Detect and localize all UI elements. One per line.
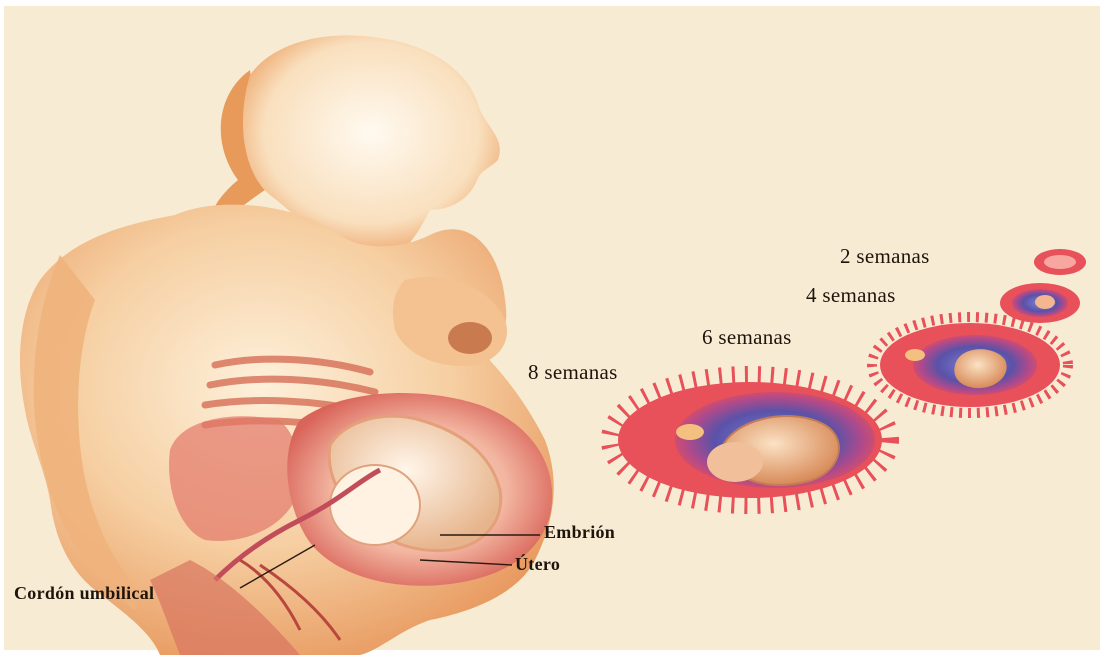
stage-2-weeks-sac (1034, 249, 1086, 275)
stage-8-weeks-sac (610, 375, 890, 505)
stage-label-4-weeks: 4 semanas (806, 283, 896, 308)
uterus-label: Útero (515, 554, 560, 575)
umbilical-cord-label: Cordón umbilical (14, 583, 154, 604)
embryo-label: Embrión (544, 522, 615, 543)
stage-label-6-weeks: 6 semanas (702, 325, 792, 350)
woman-figure (20, 35, 554, 655)
stage-label-8-weeks: 8 semanas (528, 360, 618, 385)
stage-6-weeks-sac (872, 317, 1068, 413)
stage-label-2-weeks: 2 semanas (840, 244, 930, 269)
fetus-head (330, 465, 420, 545)
areola (448, 322, 492, 354)
stage-4-weeks-sac (1000, 283, 1080, 323)
